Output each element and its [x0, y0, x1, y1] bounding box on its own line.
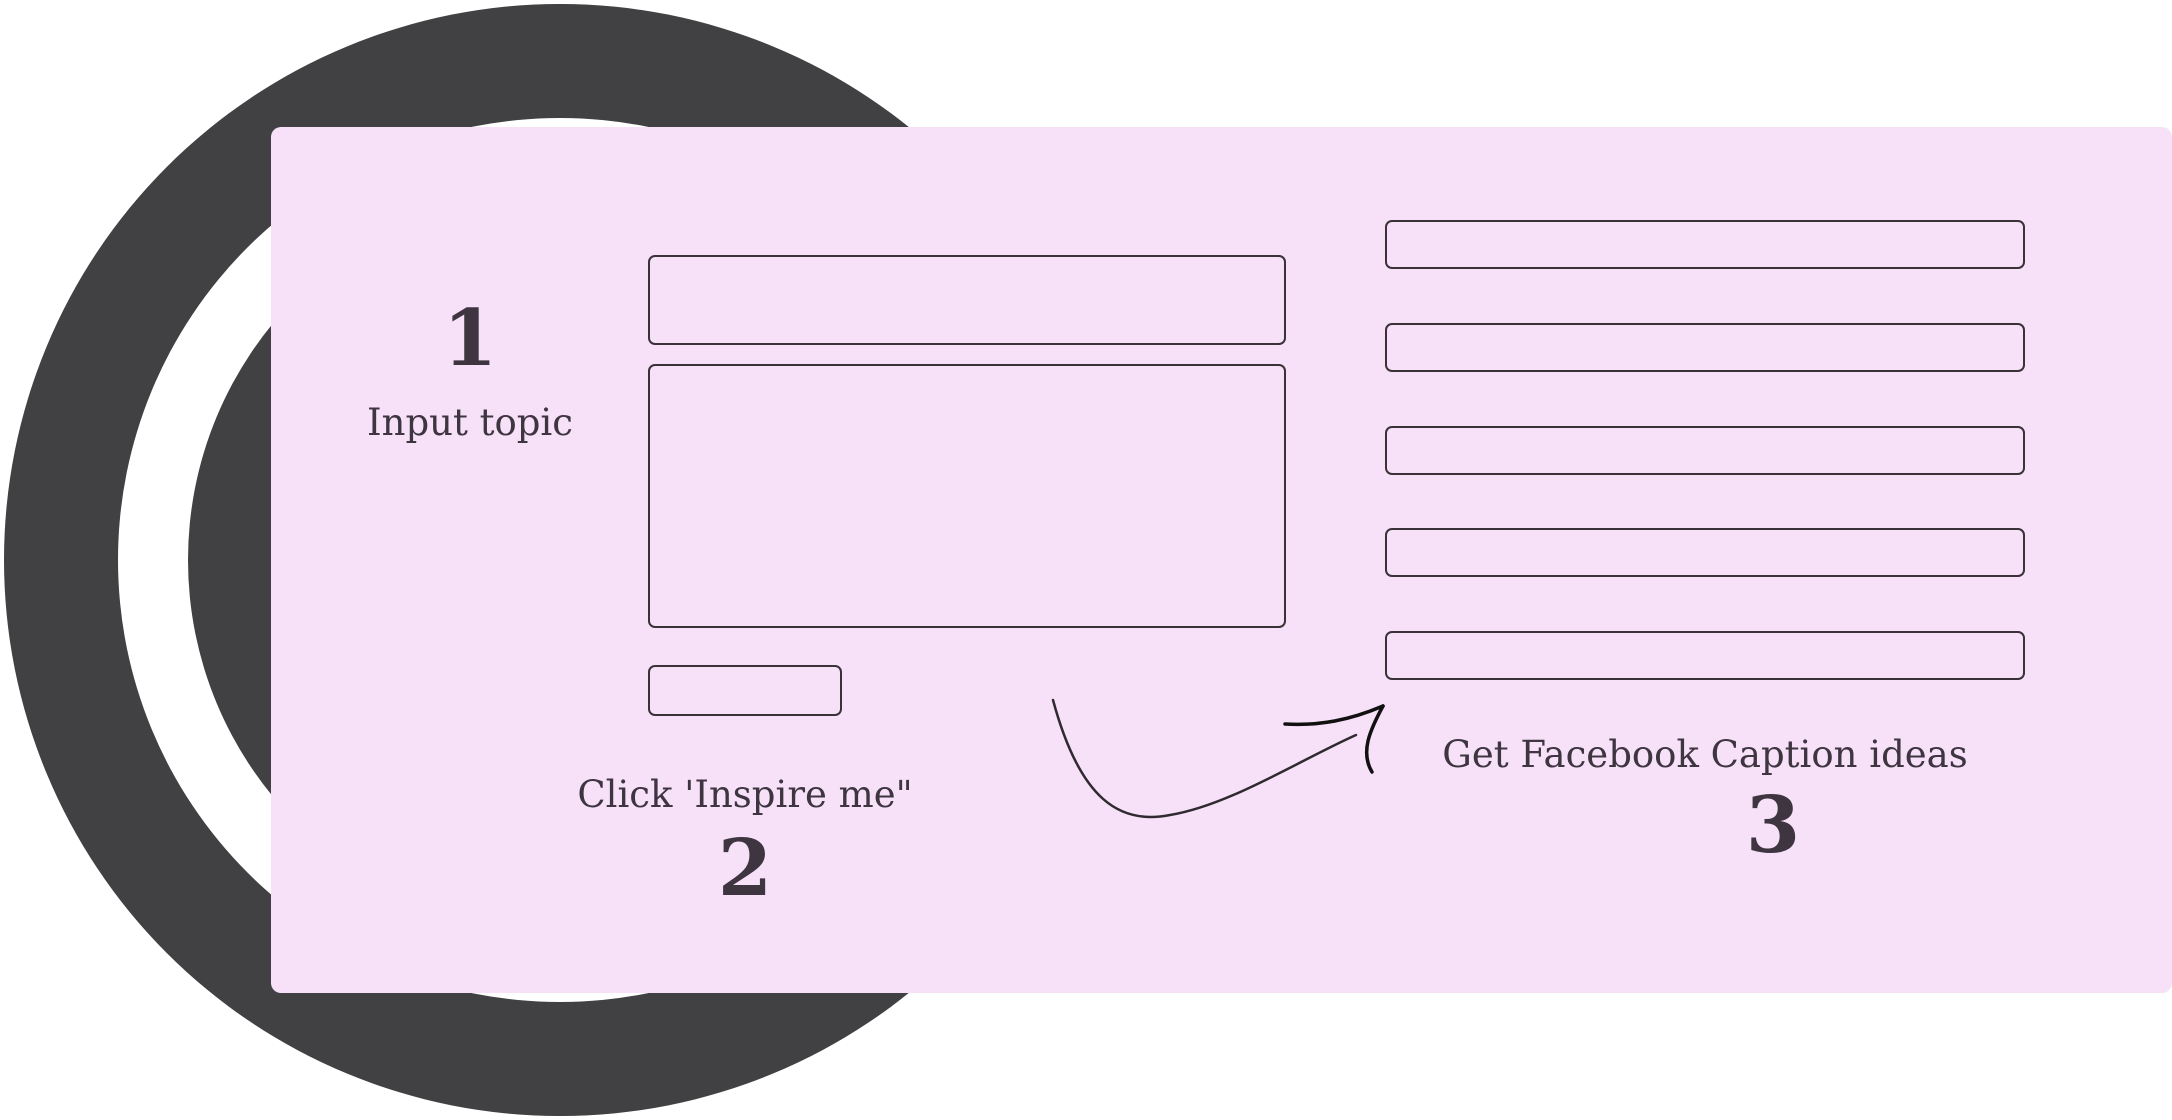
caption-result-1: [1385, 220, 2025, 269]
step-1-number: 1: [442, 293, 498, 384]
step-2-label: Click 'Inspire me": [577, 773, 913, 816]
step-3-label: Get Facebook Caption ideas: [1442, 733, 1968, 776]
inspire-button-mock: [648, 665, 842, 716]
caption-result-5: [1385, 631, 2025, 680]
instructions-panel: 1 Input topic Click 'Inspire me" 2 Get F…: [271, 127, 2172, 993]
topic-input-mock: [648, 255, 1286, 345]
step-3-number: 3: [1745, 780, 1801, 871]
details-textarea-mock: [648, 364, 1286, 628]
step-1-label: Input topic: [367, 401, 573, 444]
step-2-number: 2: [717, 823, 773, 914]
caption-result-2: [1385, 323, 2025, 372]
caption-result-4: [1385, 528, 2025, 577]
caption-result-3: [1385, 426, 2025, 475]
